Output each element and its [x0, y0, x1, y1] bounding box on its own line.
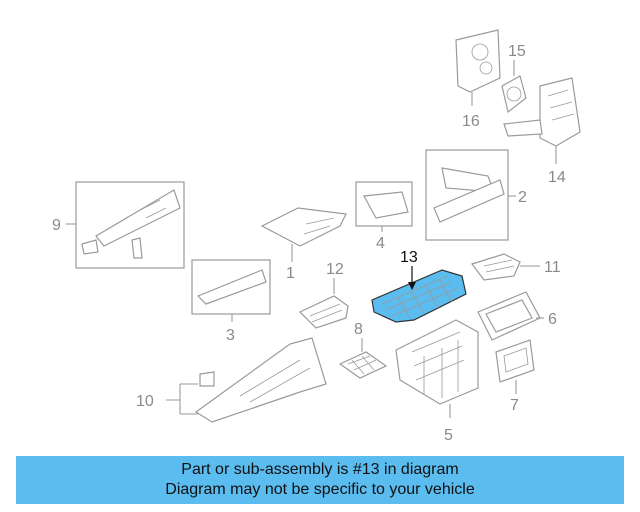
part-6-panel — [477, 291, 544, 341]
part-14-panel — [503, 77, 581, 164]
part-13-duct-highlighted — [371, 266, 467, 323]
callout-8: 8 — [354, 321, 363, 338]
part-4-group — [355, 181, 413, 232]
part-5-console — [395, 319, 479, 418]
part-12-vent — [298, 278, 349, 329]
part-1-trim — [260, 207, 347, 262]
callout-4: 4 — [376, 235, 385, 252]
callout-10: 10 — [136, 393, 154, 410]
callout-13: 13 — [400, 249, 418, 266]
part-7-bezel — [495, 339, 535, 394]
part-9-group — [66, 181, 185, 269]
callout-5: 5 — [444, 427, 453, 444]
part-15-knob — [501, 60, 527, 114]
callout-12: 12 — [326, 261, 344, 278]
callout-2: 2 — [518, 189, 527, 206]
callout-14: 14 — [548, 169, 566, 186]
callout-11: 11 — [544, 259, 561, 276]
banner-line-1: Part or sub-assembly is #13 in diagram — [181, 461, 459, 478]
part-10-side-trim — [166, 337, 327, 423]
callout-6: 6 — [548, 311, 557, 328]
banner-line-2: Diagram may not be specific to your vehi… — [165, 481, 475, 498]
callout-9: 9 — [52, 217, 61, 234]
callout-3: 3 — [226, 327, 235, 344]
part-3-group — [191, 259, 271, 322]
parts-diagram: 16 15 14 2 4 9 — [52, 29, 581, 444]
callout-7: 7 — [510, 397, 519, 414]
part-16-panel — [455, 29, 501, 106]
info-banner: Part or sub-assembly is #13 in diagram D… — [16, 456, 624, 504]
part-2-group — [425, 149, 516, 241]
part-8-mat — [338, 338, 388, 379]
callout-16: 16 — [462, 113, 480, 130]
callout-1: 1 — [286, 265, 295, 282]
part-11-vent — [471, 253, 540, 281]
callout-15: 15 — [508, 43, 526, 60]
